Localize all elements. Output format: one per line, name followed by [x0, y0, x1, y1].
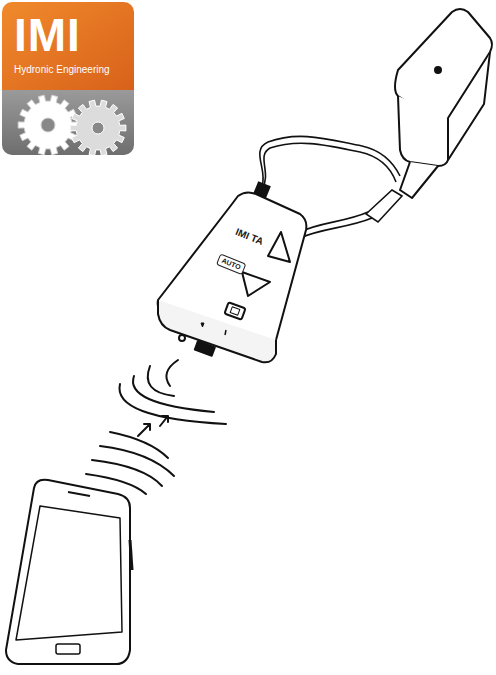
logo-background: [2, 2, 134, 155]
node-subtitle: Hydronic Engineering: [14, 64, 110, 76]
smartphone: [6, 480, 132, 664]
gear-hole: [41, 118, 55, 132]
gear-hole: [92, 122, 104, 134]
power-adapter: [395, 9, 492, 198]
radio-waves: [86, 360, 226, 494]
node-title: IMI: [14, 12, 110, 58]
gear: [18, 95, 78, 155]
gear: [70, 100, 126, 155]
logo-box: IMI Hydronic Engineering: [14, 12, 110, 76]
device-body: [158, 192, 307, 362]
